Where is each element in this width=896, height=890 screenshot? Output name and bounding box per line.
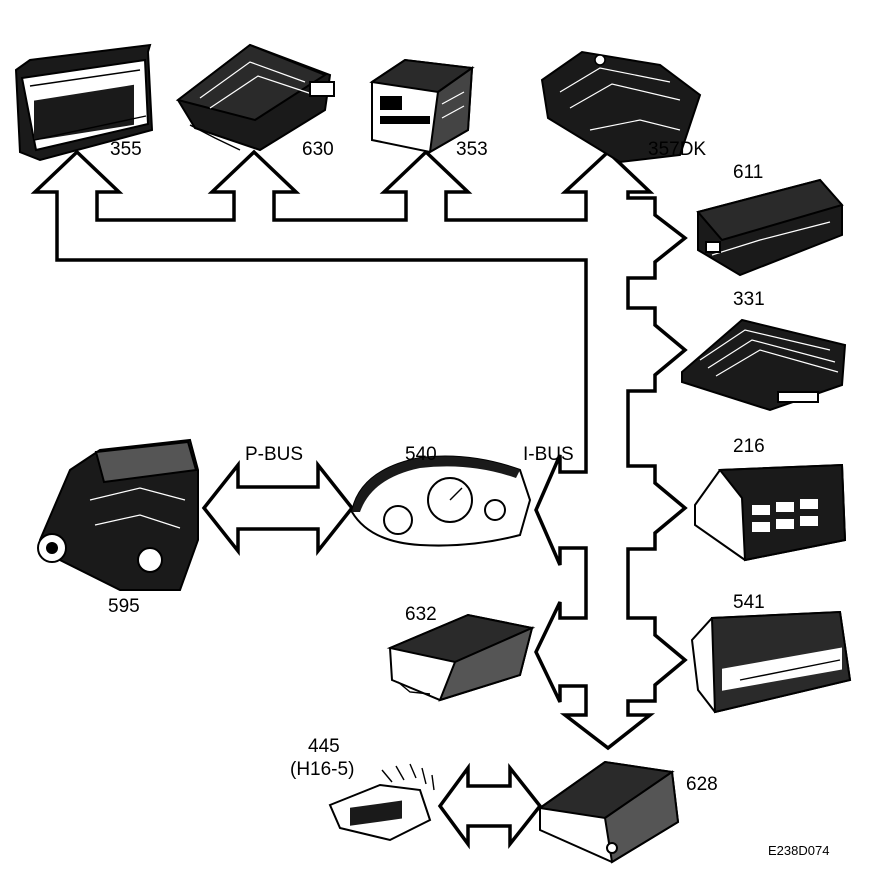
module-216 — [694, 463, 847, 562]
label-357dk: 357DK — [648, 139, 706, 160]
label-611: 611 — [733, 162, 763, 183]
label-541: 541 — [733, 592, 765, 613]
label-445: 445 — [308, 736, 340, 757]
module-353 — [369, 58, 475, 154]
label-628: 628 — [686, 774, 718, 795]
p-bus-arrow — [201, 459, 355, 557]
module-540-instrument-cluster — [350, 455, 532, 547]
i-bus-network-arrow — [30, 149, 688, 751]
figure-reference: E238D074 — [768, 843, 829, 858]
diagnostic-link-arrow — [437, 762, 543, 850]
label-355: 355 — [110, 139, 142, 160]
label-630: 630 — [302, 139, 334, 160]
label-i-bus: I-BUS — [523, 444, 574, 465]
module-628 — [537, 760, 680, 864]
module-595-pump — [37, 438, 199, 591]
module-611 — [696, 178, 844, 277]
module-357 — [540, 50, 702, 164]
label-445-sub: (H16-5) — [290, 759, 354, 780]
module-632 — [386, 613, 536, 702]
label-540: 540 — [405, 444, 437, 465]
label-632: 632 — [405, 604, 437, 625]
module-541 — [690, 610, 852, 714]
label-353: 353 — [456, 139, 488, 160]
label-216: 216 — [733, 436, 765, 457]
label-595: 595 — [108, 596, 140, 617]
module-355 — [14, 43, 154, 162]
label-331: 331 — [733, 289, 765, 310]
module-630 — [175, 43, 335, 152]
connector-445 — [328, 763, 435, 842]
module-331 — [681, 318, 847, 412]
label-p-bus: P-BUS — [245, 444, 303, 465]
